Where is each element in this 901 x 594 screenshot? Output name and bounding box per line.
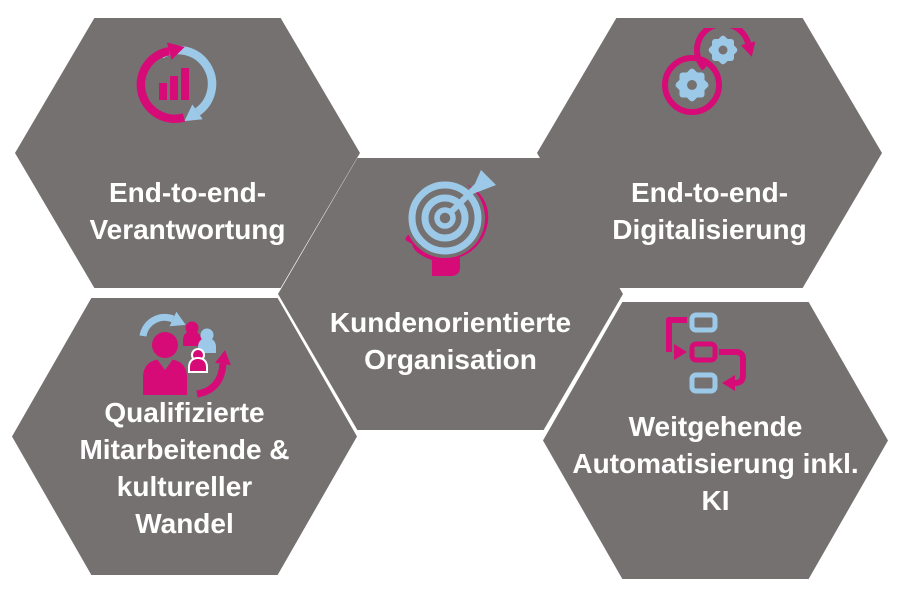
bar-chart-glyph <box>159 68 189 100</box>
flow-arrow-right <box>719 349 746 391</box>
hexagon-label: End-to-end- Verantwortung <box>89 177 286 245</box>
flow-arrow-left <box>666 317 687 360</box>
hexagon-kundenorientierte-organisation: Kundenorientierte Organisation <box>278 158 623 430</box>
person-small-blue <box>198 328 216 353</box>
target-rings <box>408 181 482 255</box>
cycle-bar-chart-icon <box>136 42 217 123</box>
person-large <box>143 332 187 395</box>
flow-node-bottom <box>689 372 718 394</box>
hexagon-end-to-end-digitalisierung: End-to-end- Digitalisierung <box>537 18 882 288</box>
hexagon-label: Qualifizierte Mitarbeitende & kulturelle… <box>79 397 290 539</box>
hexagon-end-to-end-verantwortung: End-to-end- Verantwortung <box>15 18 360 288</box>
person-small-pink <box>183 321 201 346</box>
target-arrow <box>448 170 496 215</box>
workflow-automation-icon <box>666 312 746 394</box>
hexagon-qualifizierte-mitarbeitende: Qualifizierte Mitarbeitende & kulturelle… <box>12 298 357 575</box>
head-target-icon <box>405 170 496 276</box>
hexagon-label: Weitgehende Automatisierung inkl. KI <box>572 411 859 516</box>
team-change-icon <box>139 311 231 398</box>
flow-node-middle <box>689 341 718 363</box>
flow-node-top <box>689 312 718 333</box>
gear-small <box>708 35 738 65</box>
hexagon-weitgehende-automatisierung: Weitgehende Automatisierung inkl. KI <box>543 302 888 579</box>
person-small-outline <box>188 348 208 373</box>
hexagon-label: Kundenorientierte Organisation <box>329 307 572 375</box>
gear-large <box>675 68 709 102</box>
linked-gears-icon <box>662 28 756 115</box>
hexagon-label: End-to-end- Digitalisierung <box>612 177 807 245</box>
